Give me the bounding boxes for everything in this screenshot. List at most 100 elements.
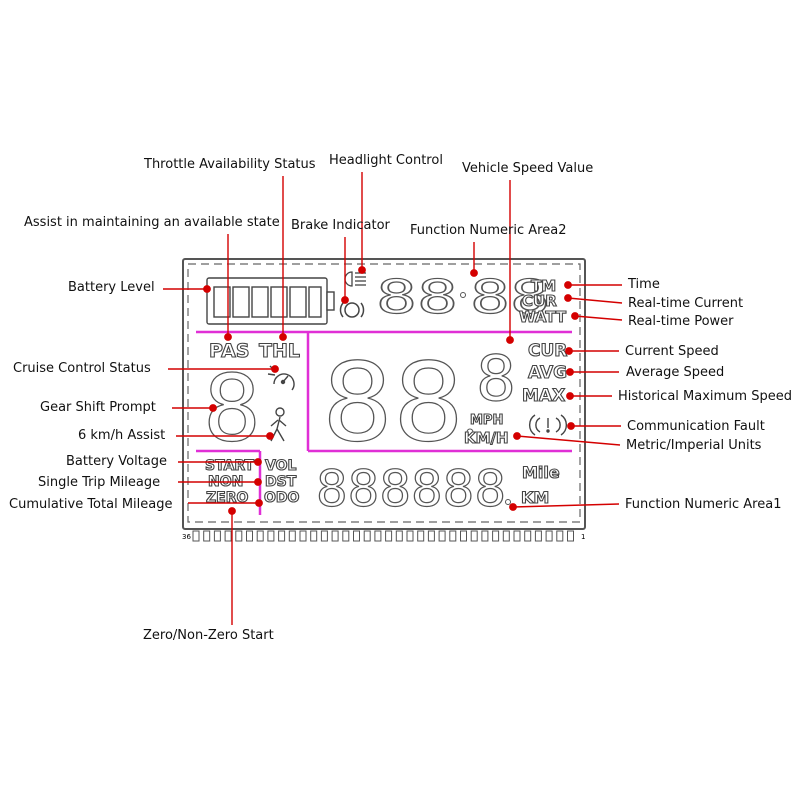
connector-pin — [567, 530, 574, 542]
connector-pin — [246, 530, 253, 542]
lcd-cur-top: CUR — [522, 292, 557, 310]
label-headlight: Headlight Control — [329, 153, 443, 168]
brake-icon — [339, 302, 365, 318]
leader-dot-cruise — [271, 365, 279, 373]
connector-pin — [406, 530, 414, 542]
leader-dot-gear-shift — [209, 404, 217, 412]
connector-pin — [534, 530, 542, 542]
label-func-area1: Function Numeric Area1 — [625, 497, 781, 512]
connector-pin — [481, 530, 489, 542]
leader-dot-voltage — [254, 458, 262, 466]
connector-pin — [320, 530, 328, 542]
connector-pin — [278, 530, 286, 542]
connector-pin — [395, 530, 403, 542]
label-gear-shift: Gear Shift Prompt — [40, 400, 156, 415]
svg-text:88: 88 — [322, 341, 464, 466]
connector-pin — [267, 530, 275, 542]
label-brake: Brake Indicator — [291, 218, 391, 233]
label-assist-state: Assist in maintaining an available state — [24, 215, 280, 230]
label-vehicle-speed-value: Vehicle Speed Value — [462, 161, 593, 176]
connector-pin — [256, 530, 264, 542]
label-cruise: Cruise Control Status — [13, 361, 151, 376]
leader-rt-current — [567, 297, 623, 304]
pin-label-left: 36 — [182, 533, 191, 541]
svg-text:8: 8 — [476, 342, 516, 415]
label-time: Time — [627, 277, 660, 292]
leader-dot-avg-speed — [566, 368, 574, 376]
connector-pin — [502, 530, 510, 542]
connector-pin — [556, 530, 564, 542]
label-realtime-current: Real-time Current — [628, 296, 743, 311]
lcd-odo: ODO — [264, 490, 300, 506]
connector-pin — [438, 530, 446, 542]
label-cumulative: Cumulative Total Mileage — [9, 497, 172, 512]
label-average-speed: Average Speed — [626, 365, 724, 380]
leader-dot-headlight — [358, 266, 366, 274]
label-units: Metric/Imperial Units — [626, 438, 762, 453]
leader-dot-units — [513, 432, 521, 440]
label-comm-fault: Communication Fault — [627, 419, 765, 434]
label-throttle: Throttle Availability Status — [143, 157, 316, 172]
battery-icon — [206, 277, 335, 325]
leader-dot-hist-max — [566, 392, 574, 400]
lcd-vol: VOL — [265, 458, 296, 474]
lcd-cur: CUR — [528, 341, 567, 361]
svg-text:88: 88 — [376, 270, 458, 324]
leader-dot-brake — [341, 296, 349, 304]
leader-dot-vehicle-speed — [506, 336, 514, 344]
lcd-avg: AVG — [528, 363, 567, 383]
leader-dot-time — [564, 281, 572, 289]
lcd-tm: TM — [531, 277, 556, 295]
connector-pin — [299, 530, 307, 542]
label-battery-level: Battery Level — [68, 280, 155, 295]
lcd-zero: ZERO — [206, 490, 248, 506]
connector-pin — [213, 530, 221, 542]
leader-dot-zero-start — [228, 507, 236, 515]
connector-pin — [353, 530, 360, 542]
label-walk-assist: 6 km/h Assist — [78, 428, 165, 443]
walk-assist-icon — [270, 407, 287, 442]
connector-pin — [460, 530, 467, 542]
pin-label-right: 1 — [581, 533, 585, 541]
label-current-speed: Current Speed — [625, 344, 719, 359]
leader-dot-comm-fault — [567, 422, 575, 430]
label-battery-voltage: Battery Voltage — [66, 454, 167, 469]
connector-pin — [224, 530, 232, 542]
leader-dot-throttle — [279, 333, 287, 341]
lcd-mph: MPH — [470, 413, 503, 428]
connector-pin — [192, 530, 200, 542]
communication-fault-icon — [529, 414, 567, 436]
leader-rt-power — [574, 315, 623, 321]
leader-dot-battery — [203, 285, 211, 293]
connector-pins — [192, 530, 574, 542]
lcd-inner-border — [187, 263, 581, 523]
connector-pin — [492, 530, 500, 542]
lcd-start: START — [205, 458, 255, 474]
connector-pin — [524, 530, 532, 542]
connector-pin — [417, 530, 425, 542]
lcd-dst: DST — [265, 474, 297, 490]
connector-pin — [449, 530, 457, 542]
leader-dot-cumulative — [255, 499, 263, 507]
label-historical-max: Historical Maximum Speed — [618, 389, 792, 404]
connector-pin — [363, 530, 371, 542]
leader-dot-func-area1 — [509, 503, 517, 511]
connector-pin — [331, 530, 339, 542]
leader-dot-current-speed — [565, 347, 573, 355]
leader-dot-rt-current — [564, 294, 572, 302]
svg-text:888888: 888888 — [316, 460, 506, 518]
label-realtime-power: Real-time Power — [628, 314, 734, 329]
lcd-pas: PAS — [209, 340, 250, 362]
connector-pin — [342, 530, 350, 542]
connector-pin — [374, 530, 382, 542]
leader-dot-assist — [224, 333, 232, 341]
lcd-max: MAX — [522, 386, 565, 406]
connector-pin — [545, 530, 553, 542]
connector-pin — [385, 530, 393, 542]
connector-pin — [427, 530, 435, 542]
connector-pin — [513, 530, 521, 542]
odometer-digits: 888888 — [315, 459, 511, 519]
callout-leaders — [163, 172, 623, 625]
leader-dot-walk-assist — [266, 432, 274, 440]
